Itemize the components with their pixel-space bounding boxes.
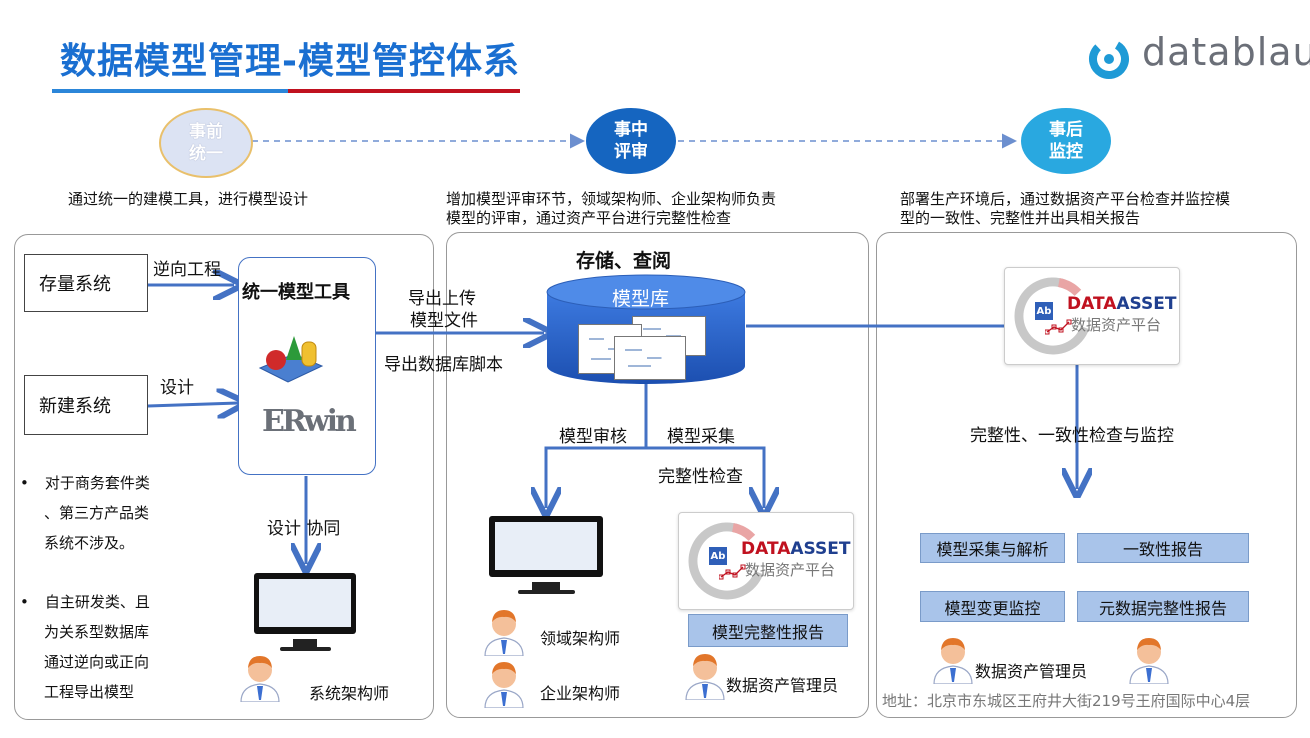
modeling-shapes-icon [258,336,324,383]
model-change-monitor-button[interactable]: 模型变更监控 [920,591,1065,622]
asset-admin-mid-person-icon [685,654,725,700]
metadata-integrity-report-button[interactable]: 元数据完整性报告 [1077,591,1249,622]
design-collab-label: 设计 协同 [267,519,341,539]
existing-system-label: 存量系统 [39,274,111,295]
erwin-logo-text: ERwin [262,404,357,439]
dataasset-badge-icon-right: Ab [1035,302,1053,320]
model-review-label: 模型审核 [559,427,627,447]
stage-mid-label: 事中评审 [614,120,648,162]
page-title: 数据模型管理-模型管控体系 [60,41,520,82]
asset-admin-mid-label: 数据资产管理员 [726,676,839,695]
integrity-consistency-label: 完整性、一致性检查与监控 [970,426,1174,446]
enterprise-architect-label: 企业架构师 [540,684,621,703]
design-label: 设计 [160,378,194,398]
export-upload-label-2: 模型文件 [410,311,478,331]
stage-mid-desc-1: 增加模型评审环节，领域架构师、企业架构师负责 [446,190,777,208]
dataasset-graph-icon-right [1045,319,1072,335]
stage-post-desc-2: 型的一致性、完整性并出具相关报告 [900,209,1141,227]
erwin-logo: ERwin [262,404,357,439]
architect-monitor-icon [254,573,356,651]
export-db-script-label: 导出数据库脚本 [384,355,503,375]
model-collect-label: 模型采集 [667,427,735,447]
enterprise-architect-person-icon [484,662,524,708]
dataasset-cn-label: 数据资产平台 [745,561,836,579]
dataasset-card-mid: Ab DATAASSET 数据资产平台 [678,512,854,610]
asset-admin-right-person-icon [933,638,973,684]
bullet-2-l1: 自主研发类、且 [44,593,150,611]
title-underline-blue [52,89,288,93]
dataasset-card-right: Ab DATAASSET 数据资产平台 [1004,267,1180,365]
bullet-2-l3: 通过逆向或正向 [44,653,150,671]
bullet-1-l1: 对于商务套件类 [44,474,150,492]
stage-pre: 事前统一 [159,108,253,178]
dataasset-cn-label-right: 数据资产平台 [1071,316,1162,334]
bullet-1-l3: 系统不涉及。 [44,534,135,552]
model-repository-label: 模型库 [612,288,670,310]
title-underline-red [288,89,520,93]
dataasset-brand-right: DATAASSET [1067,294,1177,314]
storage-title: 存储、查阅 [576,250,672,272]
footer-address: 地址：北京市东城区王府井大街219号王府国际中心4层 [882,692,1251,710]
dataasset-ring-icon [688,522,766,600]
dataasset-brand: DATAASSET [741,539,851,559]
stage-mid-desc-2: 模型的评审，通过资产平台进行完整性检查 [446,209,732,227]
datablau-logo-icon [1089,39,1129,79]
repo-screenshot-3 [614,336,686,380]
stage-pre-desc: 通过统一的建模工具，进行模型设计 [68,190,309,208]
stage-pre-label: 事前统一 [189,122,223,164]
new-system-box: 新建系统 [24,375,148,435]
review-monitor-icon [489,516,603,594]
asset-admin-right-label: 数据资产管理员 [975,662,1088,681]
system-architect-person-icon [240,656,280,702]
domain-architect-label: 领域架构师 [540,629,621,648]
system-architect-label: 系统架构师 [309,684,390,703]
bullet-2-l4: 工程导出模型 [44,683,135,701]
domain-architect-person-icon [484,610,524,656]
dataasset-badge-icon: Ab [709,547,727,565]
bullet-2-l2: 为关系型数据库 [44,623,150,641]
stage-post-label: 事后监控 [1049,120,1083,162]
asset-admin-right-person-icon-2 [1129,638,1169,684]
bullet-2: •自主研发类、且 为关系型数据库 通过逆向或正向 工程导出模型 [20,587,150,707]
integrity-check-label: 完整性检查 [658,467,743,487]
model-integrity-report[interactable]: 模型完整性报告 [688,614,848,647]
stage-mid: 事中评审 [586,108,676,174]
stage-post: 事后监控 [1021,108,1111,174]
reverse-engineering-label: 逆向工程 [153,260,221,280]
new-system-label: 新建系统 [39,396,111,417]
stage-post-desc-1: 部署生产环境后，通过数据资产平台检查并监控模 [900,190,1231,208]
consistency-report-button[interactable]: 一致性报告 [1077,533,1249,563]
model-collect-parse-button[interactable]: 模型采集与解析 [920,533,1065,563]
dataasset-ring-icon-right [1014,277,1092,355]
dataasset-graph-icon [719,564,746,580]
existing-system-box: 存量系统 [24,254,148,312]
bullet-1: •对于商务套件类 、第三方产品类 系统不涉及。 [20,468,150,558]
timeline-arrows [252,133,1017,149]
bullet-1-l2: 、第三方产品类 [44,504,150,522]
export-upload-label-1: 导出上传 [408,289,476,309]
logo-text: datablau [1142,30,1310,74]
modeling-tool-title: 统一模型工具 [242,282,350,303]
